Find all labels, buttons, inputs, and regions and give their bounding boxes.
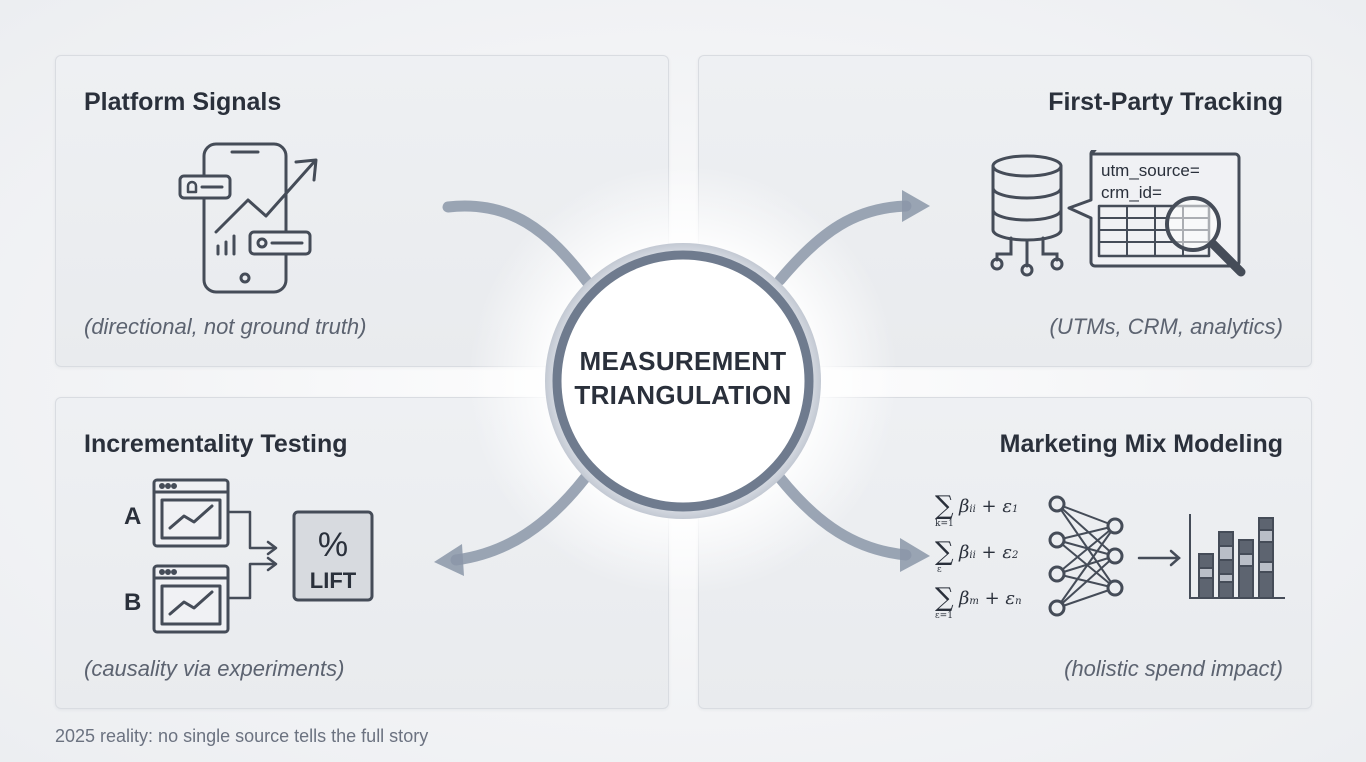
panel-subtitle: (UTMs, CRM, analytics) bbox=[1049, 314, 1283, 339]
database-icon bbox=[990, 154, 1064, 277]
hub-label: MEASUREMENT TRIANGULATION bbox=[533, 344, 833, 412]
sum-limit-2: ε bbox=[937, 565, 942, 575]
panel-subtitle: (directional, not ground truth) bbox=[84, 314, 367, 339]
group-b-label: B bbox=[124, 589, 141, 616]
arrowhead-incrementality-testing bbox=[434, 544, 464, 576]
stacked-bar-chart-icon bbox=[1189, 514, 1285, 599]
percent-symbol: % bbox=[318, 526, 348, 564]
arrow-to-incrementality-testing bbox=[450, 472, 591, 566]
group-a-label: A bbox=[124, 503, 141, 530]
hub-circle bbox=[552, 250, 814, 512]
svg-text:∑: ∑ bbox=[935, 537, 954, 567]
arrowhead-first-party-tracking bbox=[902, 190, 930, 222]
hub-label-line-1: MEASUREMENT bbox=[579, 346, 787, 376]
svg-text:∑: ∑ bbox=[935, 583, 954, 613]
panel-incrementality-testing: Incrementality Testing A B % LIFT (causa… bbox=[55, 397, 669, 709]
arrow-right-icon bbox=[1137, 549, 1181, 567]
panel-title: Platform Signals bbox=[84, 88, 282, 116]
sum-limit-1: k=1 bbox=[935, 519, 954, 529]
arrow-to-marketing-mix-modeling bbox=[774, 472, 912, 561]
lift-label: LIFT bbox=[310, 568, 357, 593]
smartphone-growth-icon bbox=[178, 142, 318, 294]
panel-title: Marketing Mix Modeling bbox=[999, 430, 1283, 458]
sum-limit-3: ε=1 bbox=[935, 611, 953, 621]
neural-network-icon bbox=[1048, 495, 1124, 617]
magnifier-icon bbox=[1165, 196, 1246, 277]
panel-title: First-Party Tracking bbox=[1048, 88, 1283, 116]
hub-label-line-2: TRIANGULATION bbox=[574, 380, 792, 410]
ab-test-lift-icon: A B % LIFT bbox=[124, 478, 374, 634]
arrowhead-marketing-mix-modeling bbox=[900, 538, 930, 572]
regression-formulas: ∑ k=1 βii + ε1 ∑ ε βii + ε2 ∑ ε=1 βm + ε… bbox=[935, 491, 1022, 621]
svg-text:∑: ∑ bbox=[935, 491, 954, 521]
panel-subtitle: (holistic spend impact) bbox=[1064, 656, 1283, 681]
footer-note: 2025 reality: no single source tells the… bbox=[55, 726, 429, 746]
utm-param-text: utm_source= bbox=[1101, 161, 1200, 180]
crm-param-text: crm_id= bbox=[1101, 183, 1162, 202]
arrow-from-platform-signals bbox=[442, 200, 594, 289]
panel-title: Incrementality Testing bbox=[84, 430, 348, 458]
panel-subtitle: (causality via experiments) bbox=[84, 656, 345, 681]
arrow-to-first-party-tracking bbox=[774, 200, 912, 286]
